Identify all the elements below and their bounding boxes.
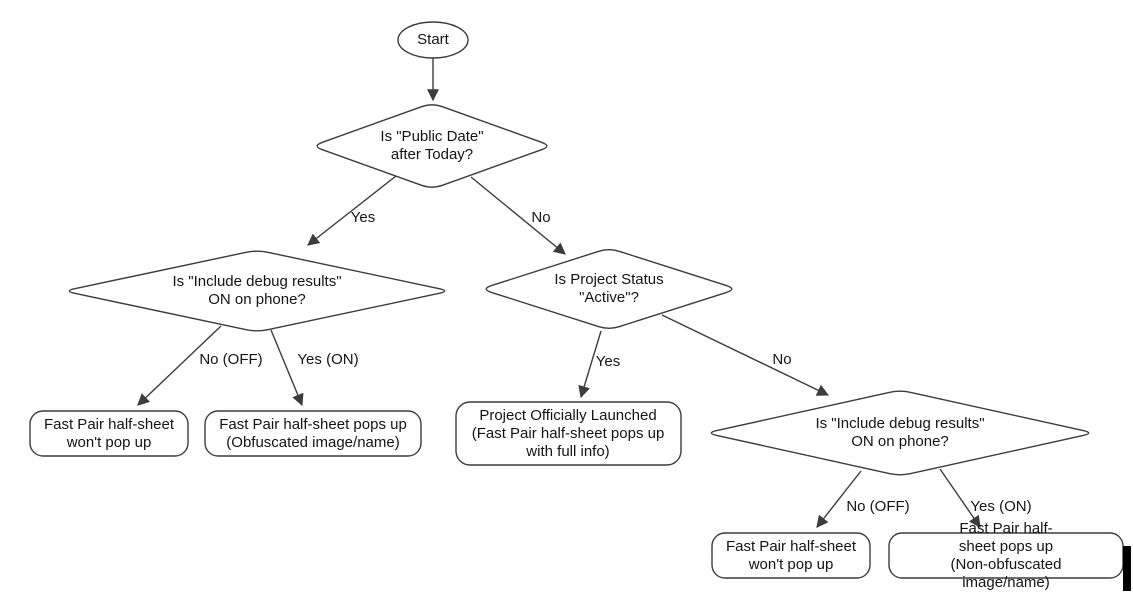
debug-left-decision-label: Is "Include debug results" ON on phone? <box>172 273 342 308</box>
edge-label-no-off-right: No (OFF) <box>846 498 910 515</box>
edge-debug-right-yes-on <box>939 468 981 528</box>
public-date-decision-label: Is "Public Date" after Today? <box>380 128 484 163</box>
edge-debug-right-no-off <box>816 470 862 528</box>
edge-label-no-top: No <box>531 209 551 226</box>
project-status-decision-shape <box>485 249 733 329</box>
edge-project-status-yes <box>578 330 602 399</box>
edge-label-yes-on-left: Yes (ON) <box>297 351 359 368</box>
launched-box-shape <box>455 401 682 466</box>
edge-debug-left-yes-on <box>270 329 304 407</box>
edge-public-date-no <box>470 176 566 255</box>
edge-label-no-mid: No <box>772 351 792 368</box>
project-status-decision-label: Is Project Status "Active"? <box>554 271 664 306</box>
launched-box-label: Project Officially Launched (Fast Pair h… <box>471 407 665 460</box>
edge-public-date-yes <box>307 175 397 246</box>
edge-label-no-off-left: No (OFF) <box>199 351 263 368</box>
no-popup-right-box-label: Fast Pair half-sheet won't pop up <box>725 538 857 573</box>
public-date-decision-shape <box>316 104 548 188</box>
edge-label-yes-top: Yes <box>350 209 376 226</box>
edge-label-yes-mid: Yes <box>595 353 621 370</box>
text-caret <box>1123 546 1131 591</box>
edge-project-status-no <box>661 314 830 396</box>
obfuscated-box-shape <box>204 410 422 457</box>
no-popup-left-box-label: Fast Pair half-sheet won't pop up <box>43 416 175 451</box>
start-node-label: Start <box>417 31 449 48</box>
no-popup-right-box-shape <box>711 532 871 579</box>
non-obfuscated-box-label: Fast Pair half-sheet pops up (Non-obfusc… <box>950 520 1062 591</box>
edge-debug-left-no-off <box>137 325 222 406</box>
debug-left-decision-shape <box>68 250 446 332</box>
debug-right-decision-label: Is "Include debug results" ON on phone? <box>815 415 985 450</box>
obfuscated-box-label: Fast Pair half-sheet pops up (Obfuscated… <box>219 416 407 451</box>
edge-label-yes-on-right: Yes (ON) <box>970 498 1032 515</box>
debug-right-decision-shape <box>710 390 1090 476</box>
no-popup-left-box-shape <box>29 410 189 457</box>
